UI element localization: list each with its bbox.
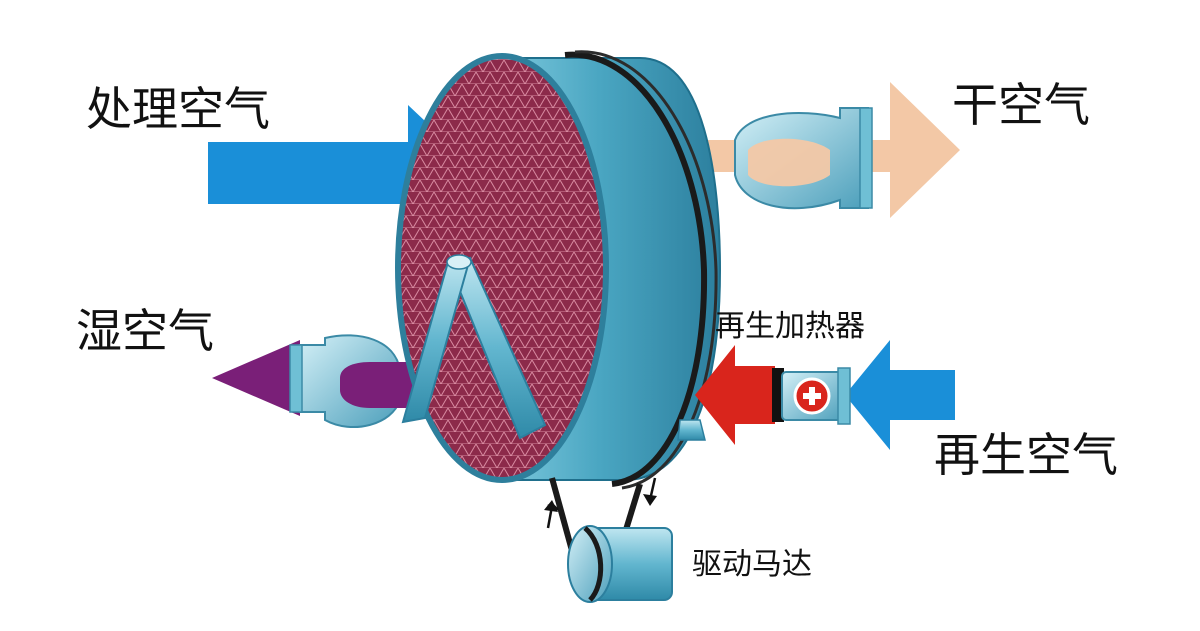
desiccant-wheel xyxy=(395,50,722,490)
regen-heater-label: 再生加热器 xyxy=(715,309,865,344)
wheel-seal-bracket xyxy=(401,254,547,440)
regen-heater-unit xyxy=(772,367,851,425)
drive-motor xyxy=(567,525,673,603)
heater-arrow xyxy=(695,345,775,445)
wet-air-label: 湿空气 xyxy=(76,304,214,358)
wheel-stand xyxy=(677,419,706,441)
dry-air-fan xyxy=(734,107,873,210)
dry-air-label: 干空气 xyxy=(952,78,1090,132)
drive-motor-label: 驱动马达 xyxy=(692,547,812,582)
arrow-icon xyxy=(544,500,559,529)
regen-air-arrow xyxy=(845,340,955,450)
plus-circle-icon xyxy=(793,377,831,415)
drive-belt-upper xyxy=(564,51,708,487)
regen-air-label: 再生空气 xyxy=(934,428,1118,482)
process-air-label: 处理空气 xyxy=(86,82,270,136)
wet-air-fan xyxy=(289,334,470,429)
arrow-icon xyxy=(643,477,657,506)
wheel-face xyxy=(395,53,609,483)
